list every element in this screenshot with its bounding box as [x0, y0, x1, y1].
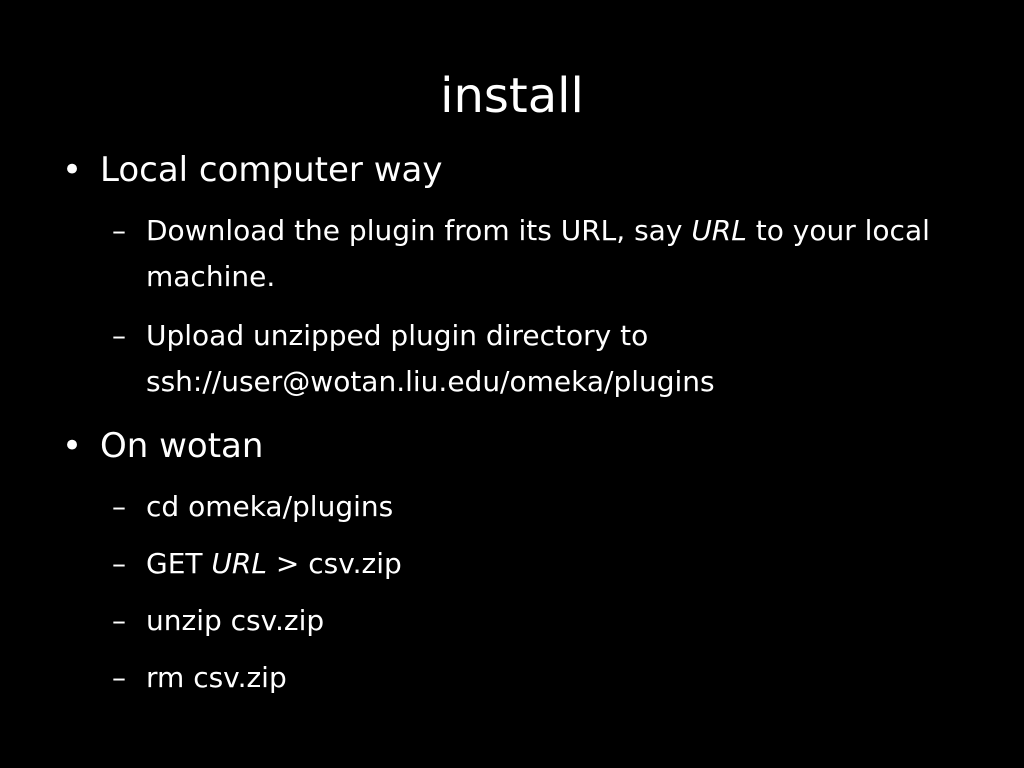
bullet-icon: •	[62, 150, 83, 190]
sub-item-cd: – cd omeka/plugins	[112, 484, 992, 530]
dash-icon: –	[112, 490, 126, 523]
sub-item-upload: – Upload unzipped plugin directory to ss…	[112, 313, 992, 405]
url-placeholder: URL	[211, 547, 267, 580]
bullet-text: Local computer way	[100, 150, 443, 190]
sub-item-unzip: – unzip csv.zip	[112, 598, 992, 644]
sub-item-rm: – rm csv.zip	[112, 655, 992, 701]
sub-item-get: – GET URL > csv.zip	[112, 541, 992, 587]
dash-icon: –	[112, 661, 126, 694]
dash-icon: –	[112, 604, 126, 637]
text-part: > csv.zip	[266, 547, 402, 580]
bullet-icon: •	[62, 426, 83, 466]
sub-item-text: cd omeka/plugins	[146, 490, 394, 523]
sub-item-text: GET URL > csv.zip	[146, 541, 992, 587]
slide-title: install	[440, 68, 584, 124]
dash-icon: –	[112, 319, 126, 352]
sub-item-download: – Download the plugin from its URL, say …	[112, 208, 992, 300]
sub-item-text: rm csv.zip	[146, 661, 287, 694]
text-part: to your local machine.	[146, 214, 930, 293]
dash-icon: –	[112, 214, 126, 247]
url-placeholder: URL	[691, 214, 747, 247]
sub-item-text: Upload unzipped plugin directory to ssh:…	[146, 319, 715, 398]
sub-item-text: Download the plugin from its URL, say UR…	[146, 208, 992, 300]
bullet-text: On wotan	[100, 426, 264, 466]
sub-item-text: unzip csv.zip	[146, 604, 325, 637]
text-part: Download the plugin from its URL, say	[146, 214, 692, 247]
dash-icon: –	[112, 547, 126, 580]
text-part: GET	[146, 547, 212, 580]
